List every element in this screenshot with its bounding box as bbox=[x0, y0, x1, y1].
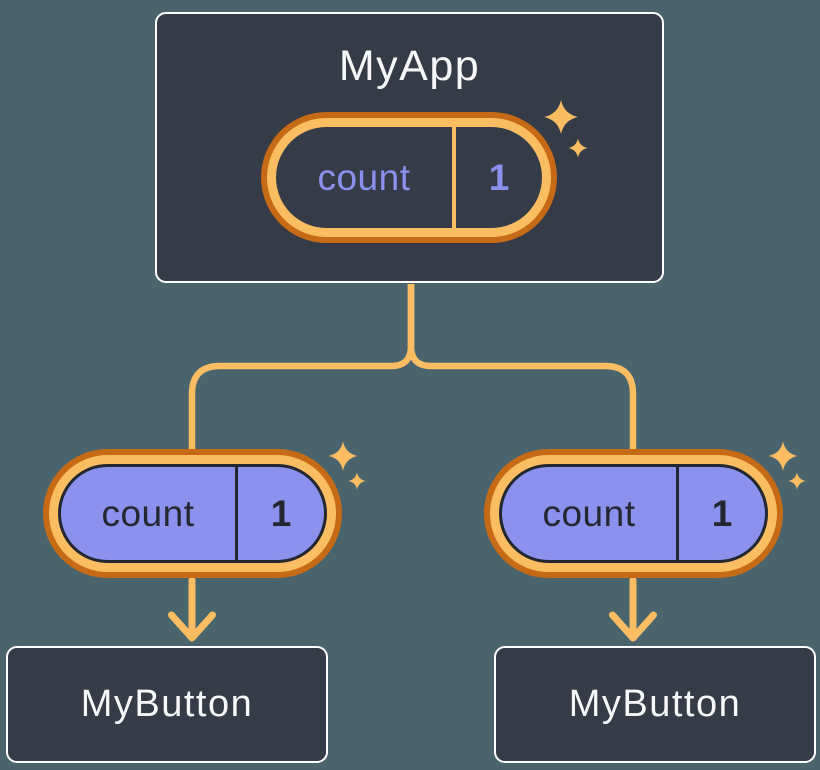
state-pill-inner-ring: count 1 bbox=[267, 118, 551, 237]
state-pill-core: count 1 bbox=[58, 464, 327, 563]
component-title: MyButton bbox=[80, 683, 254, 725]
state-name: count bbox=[502, 467, 679, 560]
sparkle-icon bbox=[348, 472, 366, 490]
component-node-mybutton-0: MyButton bbox=[6, 646, 328, 763]
state-value: 1 bbox=[711, 492, 733, 534]
state-pill-child-1: count 1 bbox=[484, 449, 783, 578]
state-pill-core: count 1 bbox=[499, 464, 768, 563]
arrow-down-icon bbox=[609, 576, 657, 642]
state-name: count bbox=[61, 467, 238, 560]
state-pill-inner-ring: count 1 bbox=[490, 455, 777, 572]
state-pill-inner-ring: count 1 bbox=[49, 455, 336, 572]
sparkle-icon bbox=[788, 472, 806, 490]
state-pill-child-0: count 1 bbox=[43, 449, 342, 578]
component-title: MyButton bbox=[568, 683, 742, 725]
component-node-myapp: MyApp count 1 bbox=[155, 12, 664, 283]
state-value: 1 bbox=[488, 156, 510, 198]
arrow-down-icon bbox=[168, 576, 216, 642]
state-name: count bbox=[276, 127, 456, 228]
state-pill-core: count 1 bbox=[276, 127, 542, 228]
component-title: MyApp bbox=[338, 42, 481, 90]
connector-right-branch bbox=[407, 284, 637, 452]
connector-left-branch bbox=[188, 284, 415, 452]
state-value: 1 bbox=[270, 492, 292, 534]
state-pill-root: count 1 bbox=[261, 112, 557, 243]
component-node-mybutton-1: MyButton bbox=[494, 646, 816, 763]
sparkle-icon bbox=[328, 441, 358, 471]
sparkle-icon bbox=[768, 441, 798, 471]
